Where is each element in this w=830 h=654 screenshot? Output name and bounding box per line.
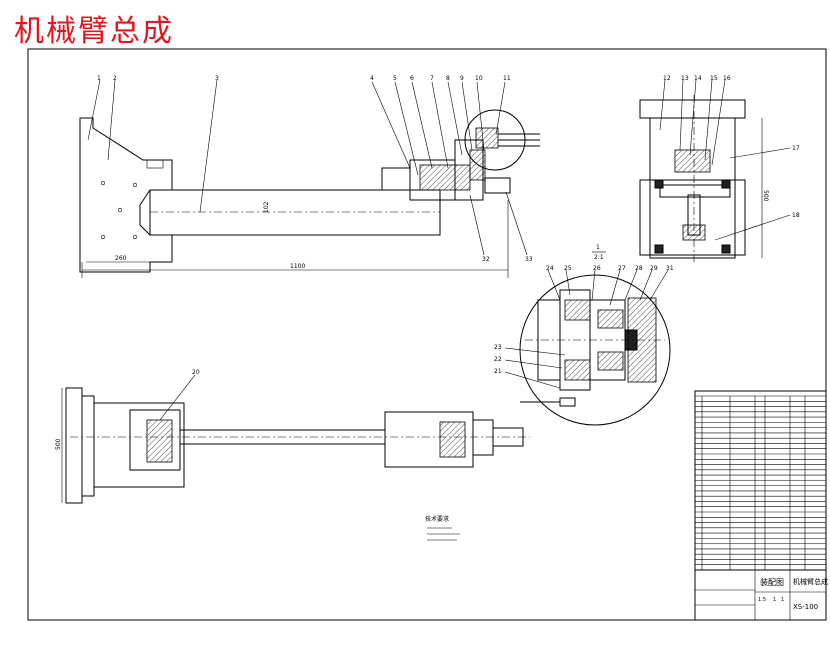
title-block-drawing-no: XS-100 <box>793 603 818 611</box>
callout-28: 28 <box>635 265 643 272</box>
callout-13: 13 <box>681 75 689 82</box>
callout-5: 5 <box>393 75 397 82</box>
callout-22: 22 <box>494 356 502 363</box>
callout-14: 14 <box>694 75 702 82</box>
base-bolt-holes <box>100 180 138 240</box>
callout-4: 4 <box>370 75 374 82</box>
dim-plan-height: 500 <box>762 190 769 202</box>
drawing-title: 机械臂总成 <box>14 14 174 49</box>
dim-plan-width: 500 <box>55 438 62 450</box>
callout-16: 16 <box>723 75 731 82</box>
callout-20: 20 <box>192 369 200 376</box>
callout-23: 23 <box>494 344 502 351</box>
callout-10: 10 <box>475 75 483 82</box>
detail-view: 1 2:1 24 25 26 27 28 2 <box>494 244 674 426</box>
callout-31: 31 <box>666 265 674 272</box>
arm-tube <box>149 189 441 236</box>
detail-scale: 2:1 <box>594 254 604 261</box>
callout-11: 11 <box>503 75 511 82</box>
title-block-sheet: 1 <box>773 597 776 603</box>
callout-7: 7 <box>430 75 434 82</box>
callout-6: 6 <box>410 75 414 82</box>
notes-heading: 技术要求 <box>425 515 449 523</box>
side-view: 500 12 13 14 15 16 17 18 <box>639 75 800 262</box>
callout-33: 33 <box>525 256 533 263</box>
callout-24: 24 <box>546 265 554 272</box>
detail-number: 1 <box>596 244 600 251</box>
callout-26: 26 <box>593 265 601 272</box>
callout-32: 32 <box>482 256 490 263</box>
callout-25: 25 <box>564 265 572 272</box>
parts-list <box>695 395 826 571</box>
callout-18: 18 <box>792 212 800 219</box>
title-block-sheets-total: 1 <box>781 597 784 603</box>
callout-2: 2 <box>113 75 117 82</box>
title-block-part-name: 机械臂总成 <box>793 577 828 586</box>
title-block: 装配图 机械臂总成 XS-100 1:5 1 1 <box>694 390 828 621</box>
callout-3: 3 <box>215 75 219 82</box>
base-plate <box>79 117 173 273</box>
title-block-material: 装配图 <box>760 577 784 587</box>
callout-8: 8 <box>446 75 450 82</box>
callout-9: 9 <box>460 75 464 82</box>
title-block-scale: 1:5 <box>758 597 766 603</box>
dim-arm-diameter: 102 <box>263 201 270 213</box>
front-view: 1100 260 102 1 2 3 4 5 6 7 8 9 10 11 <box>79 75 540 278</box>
callout-1: 1 <box>97 75 101 82</box>
callout-17: 17 <box>792 145 800 152</box>
dim-base-width: 260 <box>115 255 127 262</box>
drawing-frame <box>27 48 827 621</box>
callout-12: 12 <box>663 75 671 82</box>
callout-21: 21 <box>494 368 502 375</box>
callout-27: 27 <box>618 265 626 272</box>
callout-29: 29 <box>650 265 658 272</box>
plan-view: 500 20 技术要求 <box>55 369 530 541</box>
dim-overall-length: 1100 <box>290 263 305 270</box>
callout-15: 15 <box>710 75 718 82</box>
